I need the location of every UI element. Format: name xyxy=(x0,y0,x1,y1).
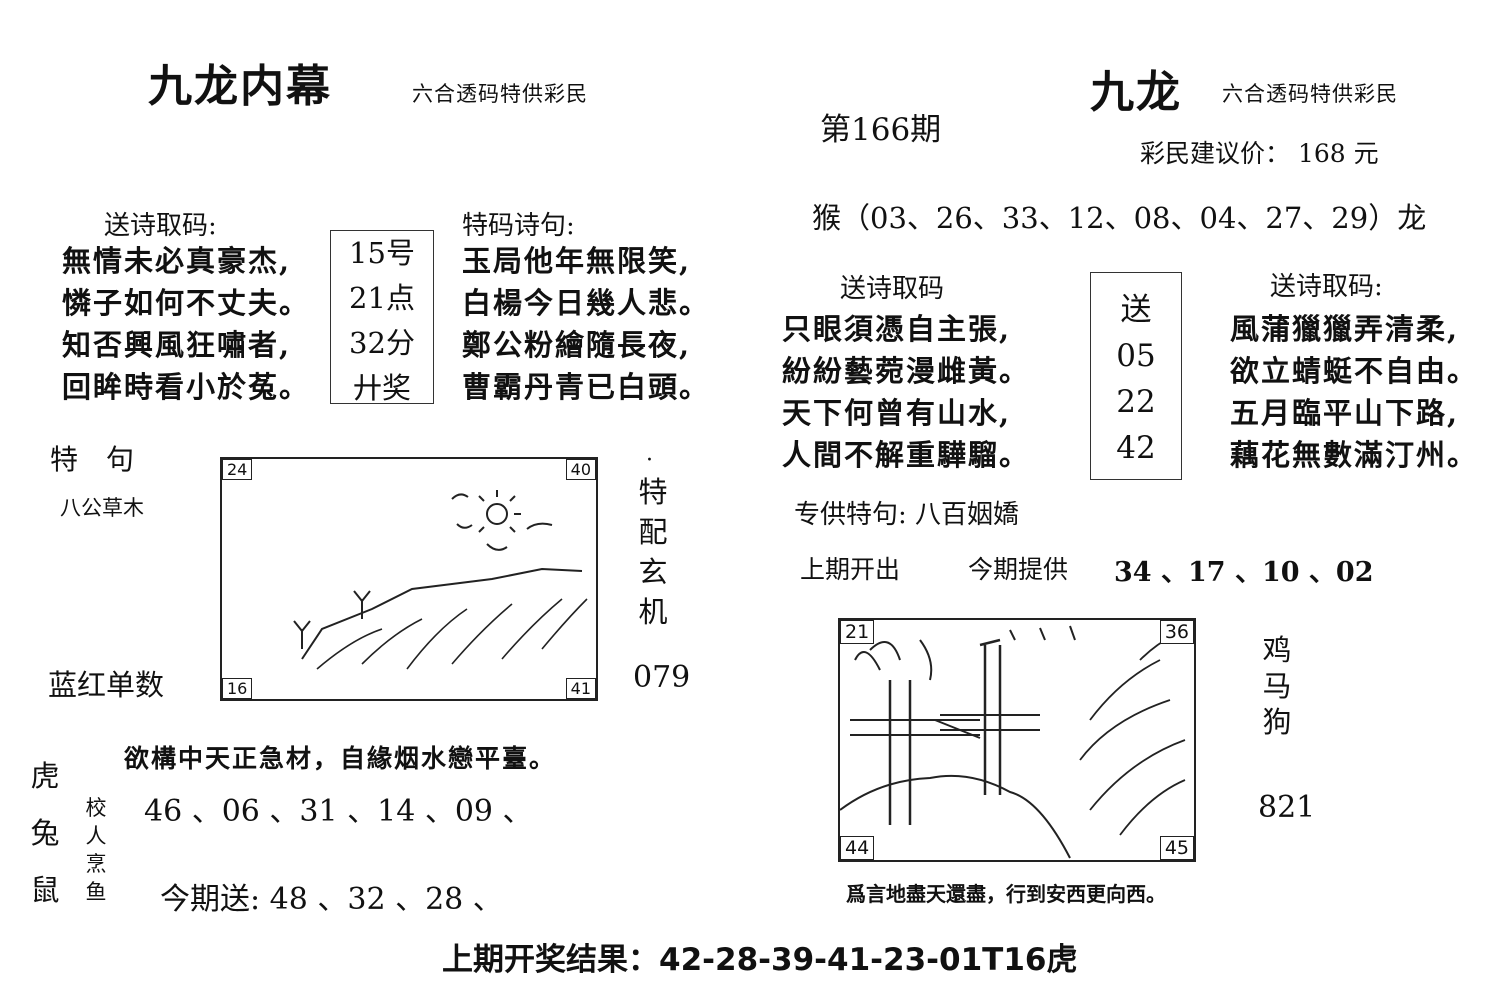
vertical-char: 玄 xyxy=(638,555,668,589)
poem-line: 欲立蜻蜓不自由。 xyxy=(1230,354,1479,388)
left-illustration: 24 40 16 41 xyxy=(220,457,598,701)
poem-line: 人間不解重驊騮。 xyxy=(782,438,1031,472)
small-char: 烹 xyxy=(85,852,107,876)
left-poem-heading: 送诗取码: xyxy=(104,211,217,241)
lanhong-value: 079 xyxy=(633,660,691,695)
corner-number: 36 xyxy=(1159,620,1194,644)
box-line: 廾奖 xyxy=(352,371,411,405)
animal: 马 xyxy=(1262,669,1292,703)
left-animals: 虎 兔 鼠 xyxy=(28,748,62,919)
right-poem-left: 只眼須憑自主張, 紛紛藝菀漫雌黃。 天下何曾有山水, 人間不解重驊騮。 xyxy=(782,308,1030,476)
poem-line: 回眸時看小於菟。 xyxy=(62,370,311,404)
right-poem-right: 風蒲獵獵弄清柔, 欲立蜻蜓不自由。 五月臨平山下路, 藕花無數滿汀州。 xyxy=(1230,308,1478,476)
left-special-heading: 特码诗句: xyxy=(462,211,575,241)
right-illustration: 21 36 44 45 xyxy=(838,618,1196,862)
corner-number: 41 xyxy=(565,678,596,699)
left-teju-value: 八公草木 xyxy=(60,496,144,520)
left-vertical-text: 特 配 玄 机 xyxy=(636,472,670,632)
right-verse: 爲言地盡天還盡，行到安西更向西。 xyxy=(846,882,1166,906)
dot: · xyxy=(646,448,653,473)
corner-number: 45 xyxy=(1159,836,1194,860)
poem-line: 白楊今日幾人悲。 xyxy=(462,286,711,320)
vertical-char: 特 xyxy=(638,475,668,509)
house-drawing xyxy=(839,625,1186,859)
right-title: 九龙 xyxy=(1090,67,1182,118)
shangqi-label: 上期开出 xyxy=(800,555,901,584)
corner-number: 21 xyxy=(840,620,875,644)
left-small-vertical: 校 人 烹 鱼 xyxy=(82,794,110,906)
small-char: 校 xyxy=(85,796,107,820)
poem-line: 天下何曾有山水, xyxy=(782,396,1012,430)
right-animals: 鸡 马 狗 xyxy=(1260,632,1294,740)
vertical-char: 配 xyxy=(638,515,668,549)
left-subtitle: 六合透码特供彩民 xyxy=(412,82,588,106)
right-subtitle: 六合透码特供彩民 xyxy=(1222,82,1398,106)
animal: 狗 xyxy=(1262,705,1292,739)
poem-line: 紛紛藝菀漫雌黃。 xyxy=(782,354,1031,388)
last-result: 上期开奖结果：42-28-39-41-23-01T16虎 xyxy=(442,942,1078,978)
landscape-drawing xyxy=(293,490,588,670)
corner-number: 24 xyxy=(222,459,253,480)
right-poem-heading-right: 送诗取码: xyxy=(1270,272,1383,302)
animal: 鸡 xyxy=(1262,633,1292,667)
zhuangong-line: 专供特句: 八百姻嬌 xyxy=(794,500,1020,530)
jinqi-label: 今期提供 xyxy=(968,555,1069,584)
poem-line: 玉局他年無限笑, xyxy=(462,244,692,278)
box-line: 送 xyxy=(1120,292,1152,328)
box-line: 15号 xyxy=(349,236,415,270)
poem-line: 鄭公粉繪隨長夜, xyxy=(462,328,692,362)
jinqi-numbers: 34 、17 、10 、02 xyxy=(1114,557,1374,588)
left-special-poem: 玉局他年無限笑, 白楊今日幾人悲。 鄭公粉繪隨長夜, 曹霸丹青已白頭。 xyxy=(462,240,710,408)
box-line: 22 xyxy=(1116,384,1156,420)
left-numbers: 46 、06 、31 、14 、09 、 xyxy=(144,794,533,829)
animal: 虎 xyxy=(30,759,60,793)
left-middle-box: 15号 21点 32分 廾奖 xyxy=(330,230,434,405)
poem-line: 風蒲獵獵弄清柔, xyxy=(1230,312,1460,346)
left-teju-label: 特 句 xyxy=(50,443,135,476)
left-title: 九龙内幕 xyxy=(148,61,332,112)
box-line: 32分 xyxy=(349,326,415,360)
poem-line: 曹霸丹青已白頭。 xyxy=(462,370,711,404)
poem-line: 無情未必真豪杰, xyxy=(62,244,292,278)
right-send-box: 送 05 22 42 xyxy=(1090,272,1182,480)
poem-line: 五月臨平山下路, xyxy=(1230,396,1460,430)
animal: 鼠 xyxy=(30,873,60,907)
right-poem-heading-left: 送诗取码 xyxy=(840,274,945,304)
animal: 兔 xyxy=(30,816,60,850)
corner-number: 44 xyxy=(840,836,875,860)
box-line: 05 xyxy=(1116,338,1156,374)
left-verse: 欲構中天正急材，自緣烟水戀平臺。 xyxy=(124,744,557,773)
poem-line: 知否興風狂嘯者, xyxy=(62,328,292,362)
vertical-char: 机 xyxy=(638,595,668,629)
issue-number: 第166期 xyxy=(820,112,942,148)
price: 彩民建议价： 168 元 xyxy=(1140,139,1379,168)
box-line: 42 xyxy=(1116,430,1156,466)
poem-line: 藕花無數滿汀州。 xyxy=(1230,438,1479,472)
left-poem: 無情未必真豪杰, 憐子如何不丈夫。 知否興風狂嘯者, 回眸時看小於菟。 xyxy=(62,240,310,408)
left-jinqi: 今期送: 48 、32 、28 、 xyxy=(160,882,503,917)
corner-number: 40 xyxy=(565,459,596,480)
small-char: 鱼 xyxy=(85,880,107,904)
poem-line: 憐子如何不丈夫。 xyxy=(62,286,311,320)
right-code: 821 xyxy=(1258,790,1316,825)
box-line: 21点 xyxy=(349,281,415,315)
poem-line: 只眼須憑自主張, xyxy=(782,312,1012,346)
monkey-line: 猴（03、26、33、12、08、04、27、29）龙 xyxy=(812,201,1427,235)
corner-number: 16 xyxy=(222,678,253,699)
small-char: 人 xyxy=(85,824,107,848)
lanhong-label: 蓝红单数 xyxy=(48,668,165,702)
